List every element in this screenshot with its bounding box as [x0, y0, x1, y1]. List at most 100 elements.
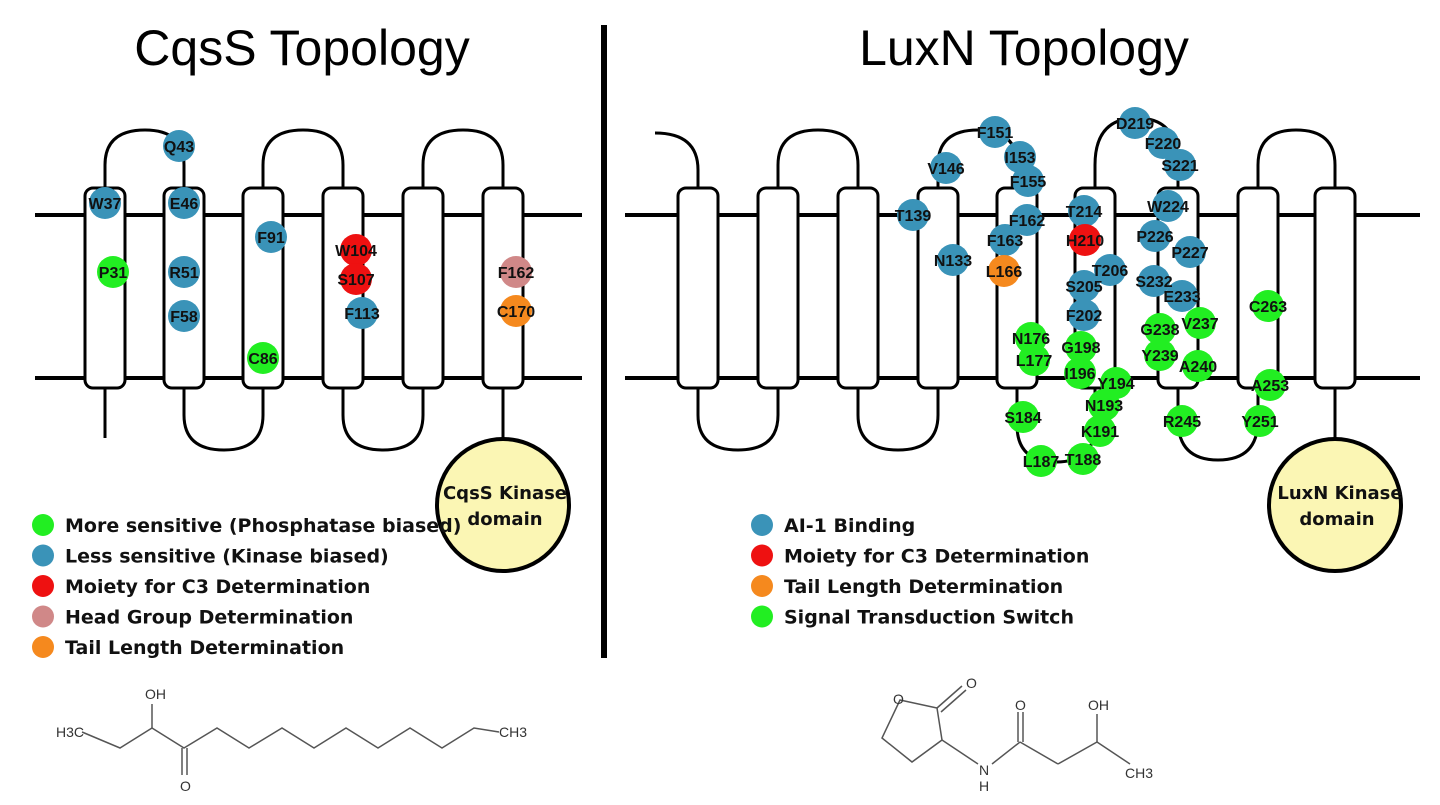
- luxn-residue-label-p227: P227: [1171, 245, 1208, 262]
- cqss-residue-marker-f91: [255, 221, 287, 253]
- luxn-residue-marker-l166: [988, 255, 1020, 287]
- luxn-residue-marker-y251: [1244, 405, 1276, 437]
- luxn-molecule-labels: O O O OH N H CH3: [893, 675, 1153, 794]
- luxn-residue-marker-s205: [1068, 270, 1100, 302]
- luxn-residue-label-l187: L187: [1023, 454, 1060, 471]
- luxn-residue-label-a240: A240: [1179, 359, 1217, 376]
- luxn-legend-label-2: Tail Length Determination: [784, 576, 1063, 598]
- cqss-residue-marker-r51: [168, 256, 200, 288]
- luxn-residue-label-h210: H210: [1066, 233, 1104, 250]
- luxn-residue-marker-a240: [1182, 350, 1214, 382]
- cqss-residue-marker-c86: [247, 342, 279, 374]
- cqss-residue-marker-e46: [168, 187, 200, 219]
- luxn-residue-label-f163: F163: [987, 233, 1024, 250]
- luxn-residue-marker-a253: [1254, 369, 1286, 401]
- cqss-residue-marker-f113: [346, 297, 378, 329]
- luxn-legend-label-3: Signal Transduction Switch: [784, 607, 1074, 629]
- luxn-residue-marker-t206: [1094, 254, 1126, 286]
- luxn-residue-label-g238: G238: [1140, 322, 1179, 339]
- luxn-residue-marker-g238: [1144, 313, 1176, 345]
- luxn-residue-label-d219: D219: [1116, 116, 1154, 133]
- luxn-residue-marker-f202: [1068, 299, 1100, 331]
- cqss-panel: CqsS Topology CqsS Kinase domain: [32, 20, 582, 794]
- cqss-legend-label-2: Moiety for C3 Determination: [65, 576, 370, 598]
- cqss-residue-label-f113: F113: [344, 306, 380, 323]
- luxn-residue-marker-s232: [1138, 265, 1170, 297]
- luxn-residue-label-v237: V237: [1181, 316, 1218, 333]
- luxn-molecule-amide-o: O: [1015, 697, 1026, 713]
- luxn-molecule: [881, 685, 1131, 765]
- luxn-residue-label-e233: E233: [1163, 289, 1200, 306]
- luxn-residue-label-f151: F151: [977, 125, 1014, 142]
- luxn-residue-marker-t139: [897, 199, 929, 231]
- cqss-residue-label-c170: C170: [497, 304, 535, 321]
- cqss-molecule-o: O: [180, 778, 191, 794]
- luxn-residue-marker-i196: [1064, 357, 1096, 389]
- luxn-residue-label-g198: G198: [1061, 340, 1100, 357]
- cqss-residue-marker-f58: [168, 300, 200, 332]
- luxn-residue-label-n176: N176: [1012, 331, 1050, 348]
- luxn-residue-label-s221: S221: [1161, 158, 1198, 175]
- cqss-residue-label-r51: R51: [169, 265, 198, 282]
- luxn-residue-marker-h210: [1069, 224, 1101, 256]
- luxn-residue-label-f155: F155: [1010, 174, 1047, 191]
- cqss-molecule: H3C OH O CH3: [56, 686, 527, 794]
- luxn-residue-label-l166: L166: [986, 264, 1023, 281]
- cqss-legend-label-3: Head Group Determination: [65, 607, 353, 629]
- cqss-legend-swatch-1: [32, 544, 54, 567]
- luxn-residue-label-y239: Y239: [1141, 348, 1178, 365]
- luxn-residue-label-y194: Y194: [1097, 376, 1134, 393]
- luxn-residue-label-r245: R245: [1163, 414, 1201, 431]
- luxn-residue-marker-f151: [979, 116, 1011, 148]
- cqss-residue-marker-c170: [500, 295, 532, 327]
- luxn-residue-marker-f220: [1147, 127, 1179, 159]
- luxn-residue-label-t188: T188: [1065, 452, 1102, 469]
- cqss-kinase-label-line1: CqsS Kinase: [443, 483, 567, 504]
- luxn-residue-marker-t214: [1068, 195, 1100, 227]
- luxn-residue-label-s205: S205: [1065, 279, 1102, 296]
- luxn-residue-label-t206: T206: [1092, 263, 1129, 280]
- luxn-residue-label-l177: L177: [1016, 353, 1053, 370]
- cqss-legend-label-0: More sensitive (Phosphatase biased): [65, 515, 461, 537]
- luxn-residue-label-i153: I153: [1004, 150, 1035, 167]
- luxn-residue-label-v146: V146: [927, 161, 964, 178]
- luxn-residue-marker-f163: [989, 224, 1021, 256]
- luxn-residue-label-f202: F202: [1066, 308, 1103, 325]
- luxn-residue-marker-c263: [1252, 290, 1284, 322]
- cqss-residue-label-f162: F162: [498, 265, 535, 282]
- luxn-residue-marker-g198: [1065, 331, 1097, 363]
- cqss-residue-label-w37: W37: [89, 196, 122, 213]
- cqss-molecule-h3c: H3C: [56, 724, 84, 740]
- cqss-residue-marker-q43: [163, 130, 195, 162]
- cqss-molecule-oh: OH: [145, 686, 166, 702]
- luxn-panel: LuxN Topology: [625, 20, 1420, 794]
- cqss-legend-swatch-2: [32, 575, 54, 597]
- luxn-residue-marker-v146: [930, 152, 962, 184]
- cqss-kinase-label-line2: domain: [467, 509, 542, 530]
- luxn-legend-swatch-0: [751, 514, 773, 536]
- cqss-molecule-ch3: CH3: [499, 724, 527, 740]
- luxn-residue-label-i196: I196: [1064, 366, 1095, 383]
- cqss-residue-label-e46: E46: [170, 196, 199, 213]
- luxn-residue-label-s232: S232: [1135, 274, 1172, 291]
- luxn-residue-marker-v237: [1184, 307, 1216, 339]
- cqss-helices: [83, 186, 525, 390]
- luxn-residue-label-n193: N193: [1085, 398, 1123, 415]
- cqss-kinase-domain: CqsS Kinase domain: [435, 437, 571, 573]
- luxn-residue-marker-s184: [1007, 401, 1039, 433]
- cqss-residue-marker-w104: [340, 234, 372, 266]
- luxn-residue-marker-n193: [1088, 389, 1120, 421]
- luxn-residue-marker-f162: [1011, 204, 1043, 236]
- cqss-residue-label-q43: Q43: [164, 139, 194, 156]
- cqss-residue-marker-w37: [89, 187, 121, 219]
- luxn-residue-marker-p227: [1174, 236, 1206, 268]
- luxn-residue-label-k191: K191: [1081, 424, 1119, 441]
- luxn-residue-marker-r245: [1166, 405, 1198, 437]
- luxn-residue-marker-p226: [1139, 220, 1171, 252]
- luxn-residue-label-f220: F220: [1145, 136, 1182, 153]
- luxn-residue-marker-s221: [1164, 149, 1196, 181]
- luxn-molecule-oh: OH: [1088, 697, 1109, 713]
- luxn-kinase-label-line1: LuxN Kinase: [1277, 483, 1402, 504]
